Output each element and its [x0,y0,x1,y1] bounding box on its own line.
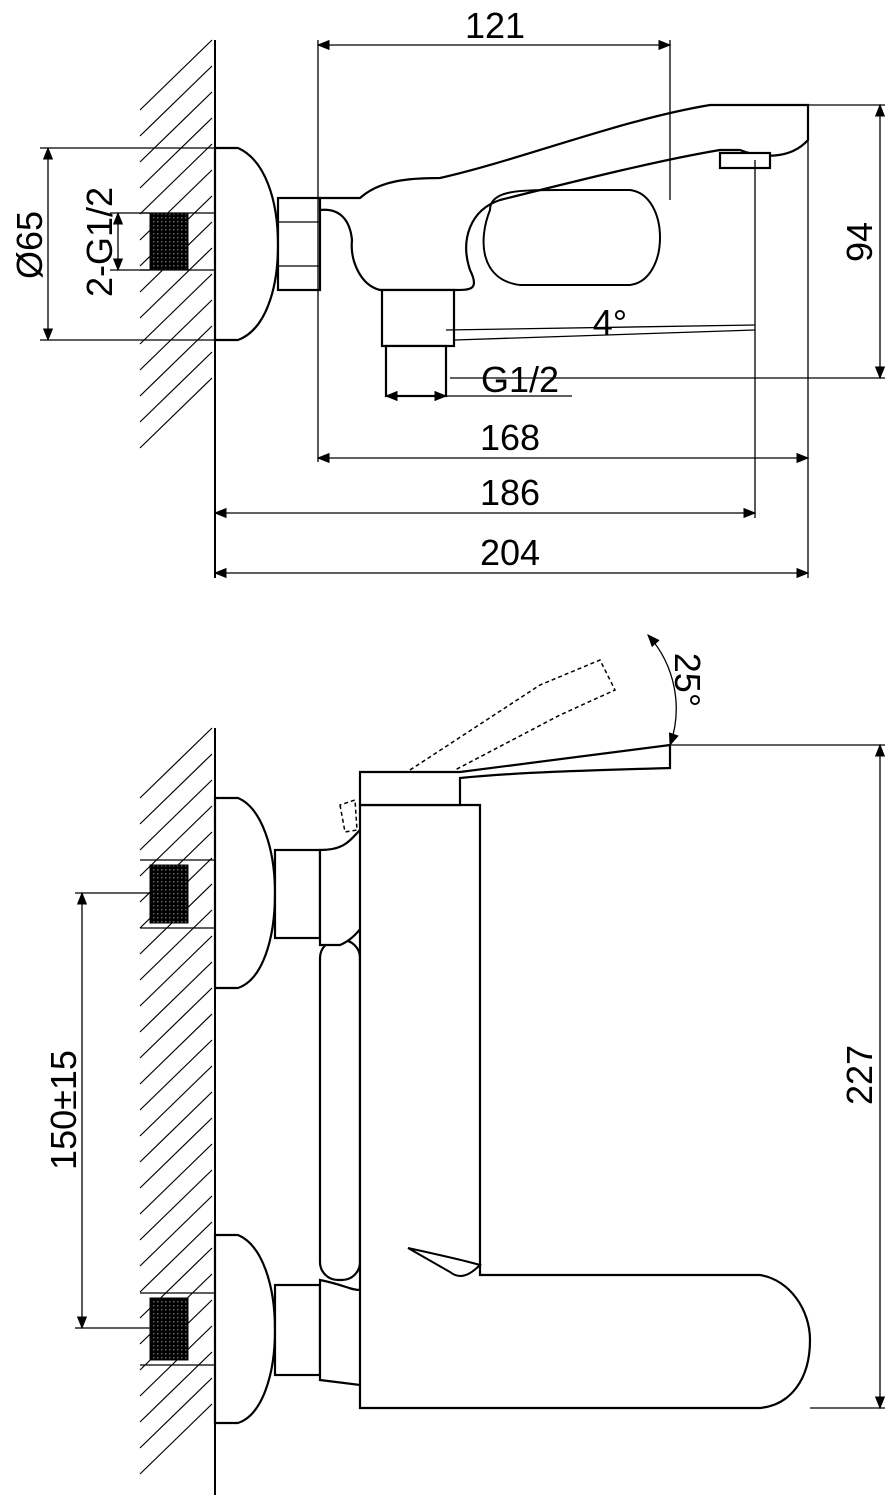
hatch-line [139,753,213,825]
hatch-line [139,1221,213,1293]
label-227: 227 [839,1045,880,1105]
hatch-line [139,1013,213,1085]
label-186: 186 [480,472,540,513]
hatch-line [139,779,213,851]
label-2-g1-2: 2-G1/2 [79,187,120,297]
label-diameter-65: Ø65 [9,211,50,279]
wall-flange [213,146,280,342]
hatch-line [139,273,213,345]
wall-hatching [139,727,213,1475]
lower-flange [213,1233,277,1425]
upper-flange [213,796,277,990]
hatch-line [139,1039,213,1111]
spout-tip [407,1247,482,1277]
aerator [718,151,772,170]
label-4-deg: 4° [593,302,627,343]
pin-outline [339,798,358,833]
hatch-line [139,909,213,981]
hatch-line [139,727,213,799]
hatch-line [139,805,213,877]
inlet-filter-upper [149,864,189,924]
hatch-line [139,1403,213,1475]
hatch-line [139,1195,213,1267]
faucet-body-side [358,803,812,1410]
label-25-deg: 25° [667,653,708,707]
inlet-filter-lower [149,1297,189,1361]
hatch-line [139,1325,213,1397]
handle-lever [358,743,672,807]
top-view: 121 Ø65 2-G1/2 94 4° G1/2 168 186 204 [9,5,886,579]
hatch-line [139,1065,213,1137]
label-g1-2: G1/2 [481,359,559,400]
hatch-line [139,325,213,397]
hatch-line [139,1377,213,1449]
lever-raised-outline [409,659,617,771]
faucet-body-top [318,103,810,292]
hatch-line [139,935,213,1007]
hatch-line [139,1117,213,1189]
hatch-line [139,987,213,1059]
hatch-line [139,299,213,371]
hatch-line [139,65,213,137]
hatch-line [139,39,213,111]
connector-nut [276,196,322,292]
hatch-line [139,961,213,1033]
lower-connector [273,1283,322,1377]
hatch-line [139,143,213,215]
label-94: 94 [839,222,880,262]
side-view: 25° 227 150±15 [43,634,886,1495]
hatch-line [139,1169,213,1241]
label-121: 121 [465,5,525,46]
hatch-line [139,1091,213,1163]
hatch-line [139,117,213,189]
label-150-15: 150±15 [43,1050,84,1170]
upper-connector [273,848,322,940]
hatch-line [139,1143,213,1215]
shower-outlet [384,344,448,398]
hatch-line [139,377,213,449]
diverter-body [380,288,456,348]
hatch-line [139,1351,213,1423]
label-204: 204 [480,532,540,573]
inlet-filter [149,212,189,271]
dim-arc-25 [647,634,679,747]
hatch-line [139,247,213,319]
label-168: 168 [480,417,540,458]
lever-opening [482,189,661,286]
hatch-line [139,351,213,423]
mixer-cylinder [318,938,362,1282]
hatch-line [139,91,213,163]
